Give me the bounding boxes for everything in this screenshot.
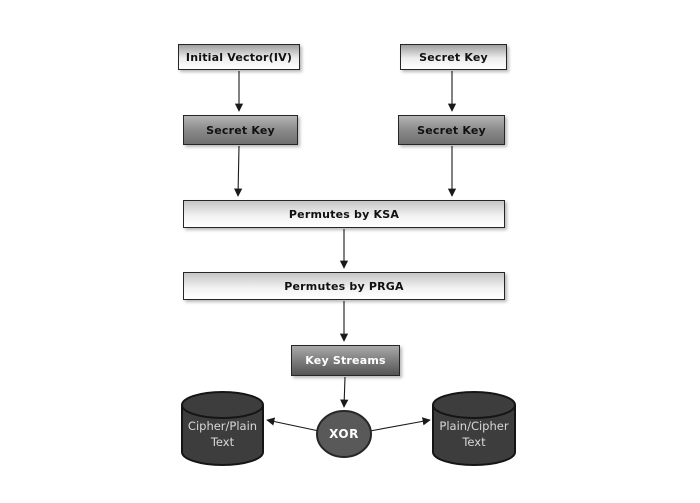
arrow-xor-to-plain	[369, 417, 431, 432]
xor-ellipse	[316, 410, 372, 458]
arrow-xor-to-cipher	[266, 417, 320, 432]
arrow-group	[234, 71, 457, 432]
secret-key-left-box: Secret Key	[183, 115, 298, 145]
secret-key-top-box: Secret Key	[400, 44, 507, 70]
secret-key-right-box: Secret Key	[398, 115, 505, 145]
initial-vector-box: Initial Vector(IV)	[178, 44, 300, 70]
key-streams-box: Key Streams	[291, 345, 400, 376]
permutes-by-ksa-box: Permutes by KSA	[183, 200, 505, 228]
arrow-keystreams-to-xor	[340, 376, 349, 408]
permutes-by-prga-box: Permutes by PRGA	[183, 272, 505, 300]
cipher-plain-cylinder	[181, 391, 264, 466]
plain-cipher-cylinder	[432, 391, 516, 466]
arrow-left-to-ksa	[234, 145, 243, 197]
